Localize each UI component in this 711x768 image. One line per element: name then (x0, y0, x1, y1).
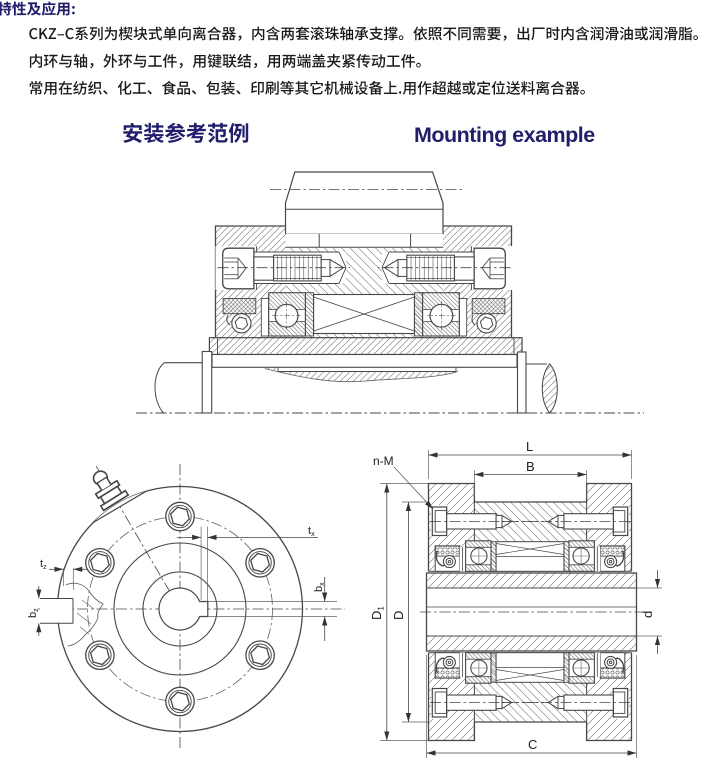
svg-text:tx: tx (308, 525, 315, 538)
svg-text:B: B (526, 459, 535, 474)
svg-text:C: C (528, 737, 537, 752)
svg-text:d: d (640, 611, 655, 618)
svg-text:bx: bx (313, 582, 326, 592)
svg-text:D: D (391, 611, 406, 620)
svg-text:D1: D1 (369, 606, 386, 620)
svg-text:Mounting example: Mounting example (414, 123, 595, 147)
svg-text:L: L (526, 439, 533, 454)
svg-text:tz: tz (40, 558, 47, 571)
svg-text:n-M: n-M (373, 454, 394, 468)
svg-text:bz: bz (27, 608, 40, 618)
